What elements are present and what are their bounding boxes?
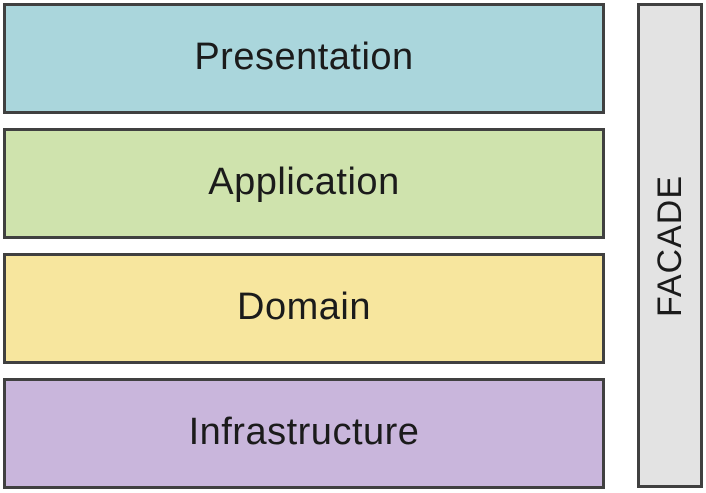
facade-bar: FACADE [637, 3, 703, 488]
layer-application: Application [3, 128, 605, 239]
layer-presentation-label: Presentation [194, 35, 414, 78]
layer-presentation: Presentation [3, 3, 605, 114]
layer-infrastructure: Infrastructure [3, 378, 605, 489]
layer-domain: Domain [3, 253, 605, 364]
layer-application-label: Application [208, 160, 400, 203]
layer-infrastructure-label: Infrastructure [188, 410, 420, 453]
layer-domain-label: Domain [237, 285, 371, 328]
facade-bar-label: FACADE [651, 174, 690, 317]
layer-stack: Presentation Application Domain Infrastr… [3, 3, 605, 489]
